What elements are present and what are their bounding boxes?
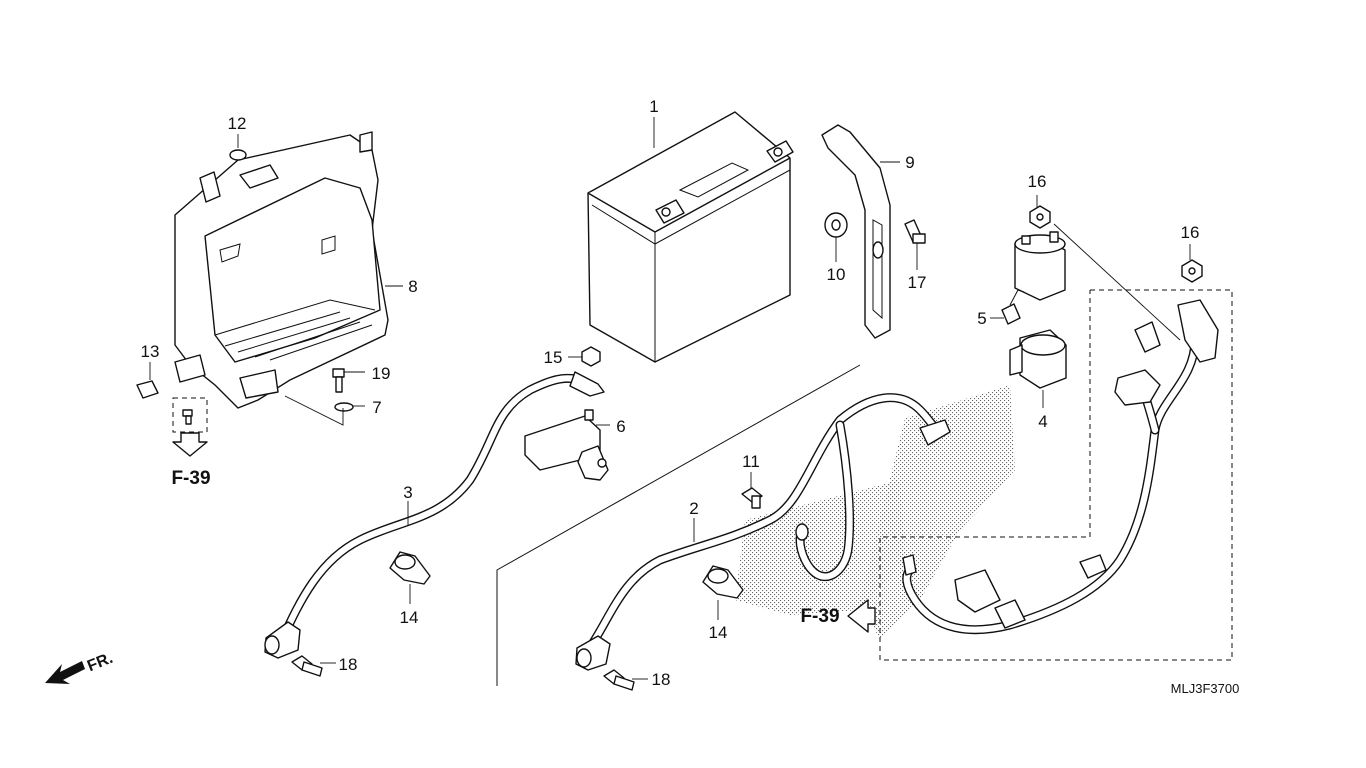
part-16-nut-upper (1029, 205, 1051, 229)
part-16-nut-right (1181, 259, 1203, 283)
callout-10: 10 (827, 265, 846, 284)
part-15-nut (581, 346, 601, 367)
callout-14-left: 14 (400, 608, 419, 627)
part-12-grommet (229, 149, 247, 161)
part-17-bolt (904, 219, 926, 244)
part-18-bolt-left (291, 655, 323, 677)
f39-reference-right: F-39 (800, 606, 839, 627)
callout-17: 17 (908, 273, 927, 292)
part-6-connector (524, 409, 609, 481)
callout-18-left: 18 (339, 655, 358, 674)
callout-16-upper: 16 (1028, 172, 1047, 191)
callout-3: 3 (403, 483, 412, 502)
part-13-clip-nut (136, 380, 159, 399)
part-14-clamp-middle (702, 565, 744, 599)
f39-reference-left: F-39 (171, 468, 210, 489)
leader-lines (149, 117, 1191, 680)
callout-labels: 1 2 3 4 5 6 7 8 9 10 11 12 13 14 14 15 1… (85, 97, 1239, 696)
part-3-cable (264, 371, 605, 659)
callout-7: 7 (372, 398, 381, 417)
callout-4: 4 (1038, 412, 1047, 431)
part-19-bolt (332, 368, 345, 393)
callout-5: 5 (977, 309, 986, 328)
callout-14-middle: 14 (709, 623, 728, 642)
part-7-washer (334, 402, 354, 412)
harness-detail-box (879, 289, 1233, 661)
part-2-cable (575, 393, 951, 671)
part-5-starter-relay (1001, 231, 1066, 325)
part-11-bolt (741, 487, 763, 509)
section-divider (496, 364, 861, 686)
callout-8: 8 (408, 277, 417, 296)
callout-19: 19 (372, 364, 391, 383)
callout-6: 6 (616, 417, 625, 436)
part-9-battery-stay (821, 124, 891, 339)
callout-13: 13 (141, 342, 160, 361)
battery-box (174, 131, 389, 409)
part-14-clamp-left (389, 551, 431, 585)
front-label: FR. (85, 650, 115, 675)
front-direction-arrow (45, 661, 85, 684)
part-18-bolt-middle (603, 669, 635, 691)
part-4-relay-cover (1009, 329, 1067, 389)
callout-18-middle: 18 (652, 670, 671, 689)
callout-2: 2 (689, 499, 698, 518)
battery (587, 111, 794, 363)
diagram-code: MLJ3F3700 (1171, 681, 1240, 696)
callout-12: 12 (228, 114, 247, 133)
f39-reference-box-left (172, 397, 208, 457)
f39-reference-arrow-right (847, 599, 876, 633)
callout-9: 9 (905, 153, 914, 172)
callout-11: 11 (742, 452, 760, 471)
part-10-cushion (824, 212, 848, 238)
callout-15: 15 (544, 348, 563, 367)
callout-1: 1 (649, 97, 658, 116)
callout-16-right: 16 (1181, 223, 1200, 242)
